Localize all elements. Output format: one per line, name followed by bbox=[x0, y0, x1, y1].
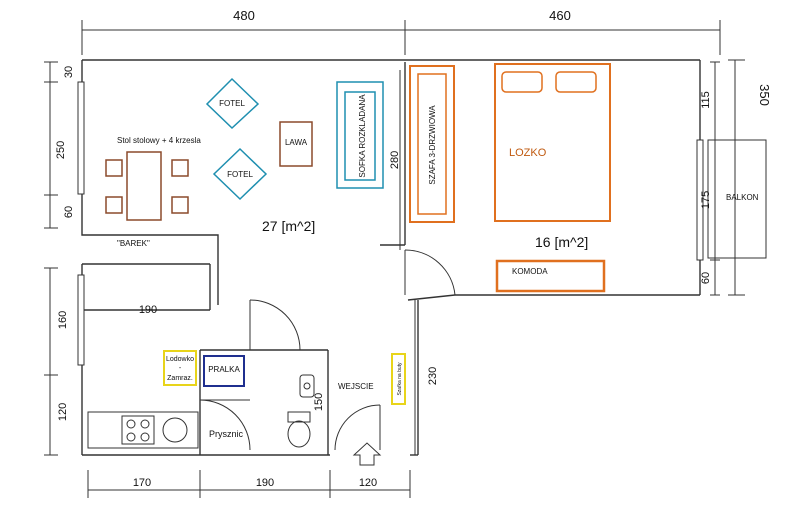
dim-bottom-190: 190 bbox=[256, 477, 274, 489]
bed-label: LOZKO bbox=[509, 147, 547, 159]
washing-machine-label: PRALKA bbox=[208, 365, 240, 374]
bed bbox=[494, 63, 611, 222]
cooktop bbox=[121, 415, 155, 445]
chair bbox=[105, 159, 123, 177]
doors bbox=[199, 249, 456, 451]
sofa-inner bbox=[344, 91, 376, 181]
sofa bbox=[336, 81, 384, 189]
shoe-cabinet bbox=[391, 353, 406, 405]
fridge bbox=[163, 350, 197, 386]
dim-bottom-170: 170 bbox=[133, 477, 151, 489]
wardrobe-label: SZAFA 3-DRZWIOWA bbox=[428, 105, 437, 185]
dim-top-right: 460 bbox=[549, 8, 571, 23]
balcony-label: BALKON bbox=[726, 193, 759, 202]
wardrobe-inner bbox=[417, 73, 447, 215]
kitchen-counter bbox=[87, 411, 199, 449]
dresser bbox=[495, 259, 606, 293]
dim-inner-280: 280 bbox=[389, 151, 401, 169]
living-room-area: 27 [m^2] bbox=[262, 218, 315, 234]
coffee-table-label: LAWA bbox=[285, 138, 308, 147]
sofa-label: SOFKA ROZKLADANA bbox=[358, 94, 367, 178]
dim-right-115: 115 bbox=[700, 91, 712, 109]
dim-left-160: 160 bbox=[57, 311, 69, 329]
burner bbox=[126, 432, 136, 442]
dresser-label: KOMODA bbox=[512, 267, 548, 276]
burner bbox=[140, 432, 150, 442]
balcony-box bbox=[707, 139, 767, 259]
pillow-right bbox=[555, 71, 597, 93]
toilet-tank bbox=[287, 411, 311, 423]
pillow-left bbox=[501, 71, 543, 93]
dining-table-label: Stol stolowy + 4 krzesla bbox=[117, 136, 201, 145]
armchair-1 bbox=[205, 77, 260, 130]
wardrobe bbox=[409, 65, 455, 223]
dim-right-total: 350 bbox=[757, 84, 772, 106]
armchair-1-label: FOTEL bbox=[219, 99, 245, 108]
dim-right-175: 175 bbox=[700, 191, 712, 209]
dining-table bbox=[126, 151, 162, 221]
chair bbox=[105, 196, 123, 214]
shower-label: Prysznic bbox=[209, 429, 244, 439]
walls bbox=[81, 59, 701, 456]
windows bbox=[77, 81, 704, 366]
dim-hall-230: 230 bbox=[427, 367, 439, 385]
bedroom-area: 16 [m^2] bbox=[535, 234, 588, 250]
entrance-arrow-icon bbox=[352, 442, 382, 466]
dim-left-250: 250 bbox=[55, 141, 67, 159]
dim-top-left: 480 bbox=[233, 8, 255, 23]
entrance-label: WEJSCIE bbox=[338, 382, 374, 391]
sink bbox=[162, 417, 188, 443]
bathroom-sink bbox=[299, 374, 315, 398]
fridge-label-2: - bbox=[179, 365, 182, 372]
chair bbox=[171, 196, 189, 214]
dimension-lines bbox=[44, 20, 745, 498]
dim-barek-190: 190 bbox=[139, 304, 157, 316]
armchair-2-label: FOTEL bbox=[227, 170, 253, 179]
toilet-bowl bbox=[287, 420, 311, 448]
dim-bottom-120: 120 bbox=[359, 477, 377, 489]
dim-right-60: 60 bbox=[700, 272, 712, 284]
burner bbox=[126, 419, 136, 429]
coffee-table bbox=[279, 121, 313, 167]
fridge-label-1: Lodowko bbox=[166, 356, 194, 363]
dim-left-30: 30 bbox=[63, 66, 75, 78]
shoe-cabinet-label: Szafka na buty bbox=[397, 362, 403, 396]
bathroom-sink-drain bbox=[303, 382, 311, 390]
dim-wc-150: 150 bbox=[313, 393, 325, 411]
washing-machine bbox=[203, 355, 245, 387]
dim-left-120: 120 bbox=[57, 403, 69, 421]
armchair-2 bbox=[212, 147, 268, 201]
burner bbox=[140, 419, 150, 429]
barek-label: "BAREK" bbox=[117, 239, 150, 248]
chair bbox=[171, 159, 189, 177]
fridge-label-3: Zamraz. bbox=[167, 375, 193, 382]
dim-left-60: 60 bbox=[63, 206, 75, 218]
